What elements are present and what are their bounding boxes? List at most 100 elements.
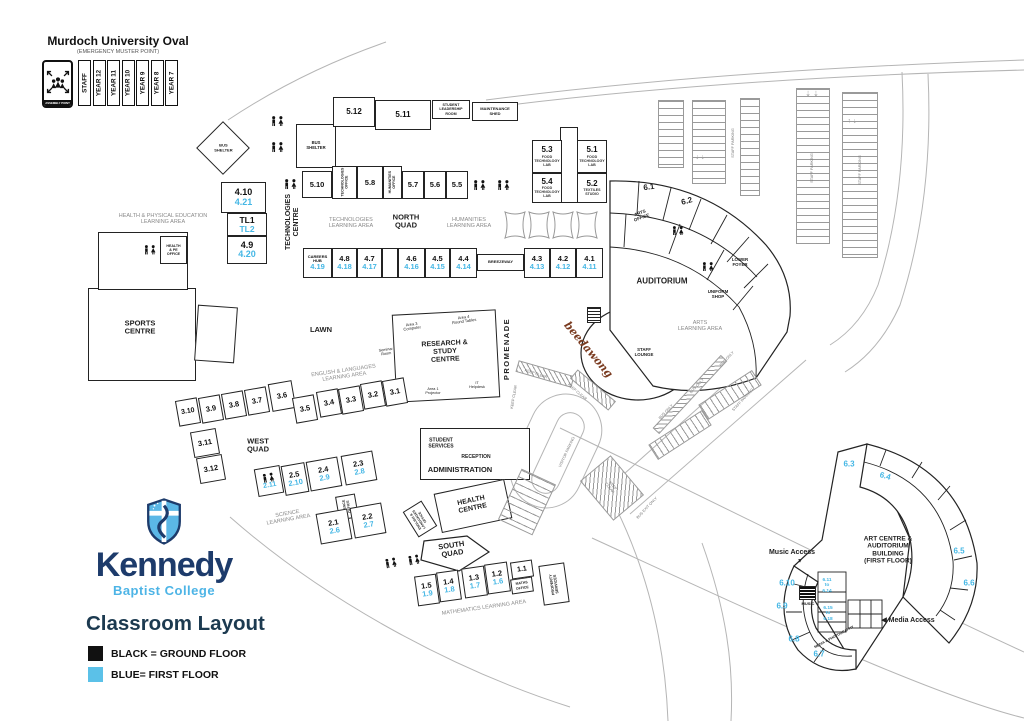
label-6.5: 6.5 (953, 546, 965, 556)
label-staff-parking: STAFF PARKING (809, 153, 814, 183)
shade-sail (575, 210, 599, 245)
label-staff-parking: STAFF PARKING (730, 128, 735, 158)
room-5.7: 5.7 (402, 171, 424, 199)
label-6.1: 6.1 (642, 181, 655, 193)
label-keep-clear: KEEP CLEAR (509, 384, 518, 410)
toilets (492, 171, 515, 199)
parking-bank (692, 100, 726, 184)
label-staff-parking: STAFF PARKING (857, 155, 862, 185)
label-lawn: LAWN (309, 324, 333, 334)
toilets (468, 171, 491, 199)
label-6.11: 6.11 to 6.14 (822, 577, 832, 594)
label-technologies: TECHNOLOGIES CENTRE (285, 193, 300, 251)
label-visitor-parking: VISITOR PARKING (558, 436, 576, 468)
music-room (799, 586, 816, 600)
label-technologies-text: TECHNOLOGIES OFFICE (340, 168, 349, 197)
toilets (668, 224, 688, 237)
restroom-icon (408, 554, 420, 566)
label-south: SOUTH QUAD (437, 538, 465, 560)
college-name: Kennedy (95, 546, 234, 584)
label-health-physical-education: HEALTH & PHYSICAL EDUCATION LEARNING ARE… (118, 212, 208, 225)
muster-group-year11: YEAR 11 (107, 60, 120, 106)
label-music: MUSIC (801, 600, 815, 606)
label-north: NORTH QUAD (392, 212, 420, 230)
sports-centre-building (88, 288, 196, 381)
label-bus: BUS SHELTER (196, 121, 250, 175)
restroom-icon (498, 180, 510, 190)
toilets (140, 238, 160, 262)
restroom-icon (474, 180, 486, 190)
restroom-icon (672, 225, 684, 236)
parking-bank (796, 88, 830, 244)
room-3.6: 3.6 (267, 380, 297, 412)
label-humanities: HUMANITIES OFFICE (383, 166, 402, 199)
label-student: STUDENT LEADERSHIP ROOM (432, 100, 470, 119)
toilets (379, 549, 403, 576)
stairs (587, 307, 601, 323)
restroom-icon (385, 557, 397, 569)
muster-group-year9: YEAR 9 (136, 60, 149, 106)
label-it: IT Helpdesk (469, 380, 485, 389)
label-science: SCIENCE LEARNING AREA (266, 508, 311, 527)
label-6.15: 6.15 to 6.18 (823, 605, 833, 622)
shade-sail (527, 210, 551, 245)
label-administration: ADMINISTRATION (427, 464, 493, 474)
label-uniform: UNIFORM SHOP (707, 289, 729, 299)
legend-ground-floor: BLACK = GROUND FLOOR (88, 646, 246, 661)
label-research: RESEARCH & STUDY CENTRE (421, 339, 468, 364)
label-bus: BUS SHELTER (296, 124, 336, 168)
toilets (263, 135, 292, 160)
label-6.10: 6.10 (779, 578, 795, 588)
toilets (279, 172, 302, 197)
label-breezeway-text: BREEZEWAY (488, 259, 513, 265)
label-media-photography: MEDIA & PHOTOGRAPHY (813, 624, 855, 650)
label-seminar: Seminar Room (378, 346, 393, 357)
sports-centre-annex (194, 304, 238, 364)
label-staff: STAFF LOUNGE (634, 347, 654, 357)
first-floor-swatch (88, 667, 103, 682)
room-5.8: 5.8 (357, 166, 383, 199)
muster-group-year8: YEAR 8 (150, 60, 164, 106)
label-west: WEST QUAD (246, 436, 270, 454)
restroom-icon (272, 116, 284, 127)
oval-subtitle: (EMERGENCY MUSTER POINT) (76, 49, 160, 55)
toilets (698, 260, 718, 273)
floor-legend: BLACK = GROUND FLOOR BLUE= FIRST FLOOR (88, 646, 246, 688)
label-: ↓ ↓ (695, 154, 705, 162)
label-humanities-text: HUMANITIES OFFICE (388, 171, 397, 194)
label-sports: SPORTS CENTRE (124, 318, 156, 336)
label-6.6: 6.6 (963, 578, 975, 588)
label-arts: ARTS LEARNING AREA (677, 319, 723, 332)
label-: ↑ ↓ (847, 118, 857, 126)
label-humanities: HUMANITIES LEARNING AREA (446, 216, 492, 229)
oval-title: Murdoch University Oval (47, 34, 189, 48)
label-6.4: 6.4 (878, 470, 892, 482)
label-arts: ARTS OFFICE (633, 208, 650, 223)
restroom-icon (144, 245, 156, 255)
label-bus-text: BUS SHELTER (213, 142, 233, 152)
room-5.5: 5.5 (446, 171, 468, 199)
label-reception: RECEPTION (461, 454, 491, 461)
label-media-access: ◀ Media Access (881, 617, 935, 625)
room-3.10: 3.10 (174, 397, 202, 427)
label-maintenance-text: MAINTENANCE SHED (480, 105, 510, 116)
label-beedawong: beedawong (561, 318, 616, 381)
label-6.8: 6.8 (788, 634, 800, 644)
label-: ⇣ ⇣ (805, 91, 819, 99)
room-3.5: 3.5 (291, 394, 319, 424)
label-auditorium: AUDITORIUM (636, 276, 688, 286)
room-1.1: 1.1 (509, 559, 535, 580)
